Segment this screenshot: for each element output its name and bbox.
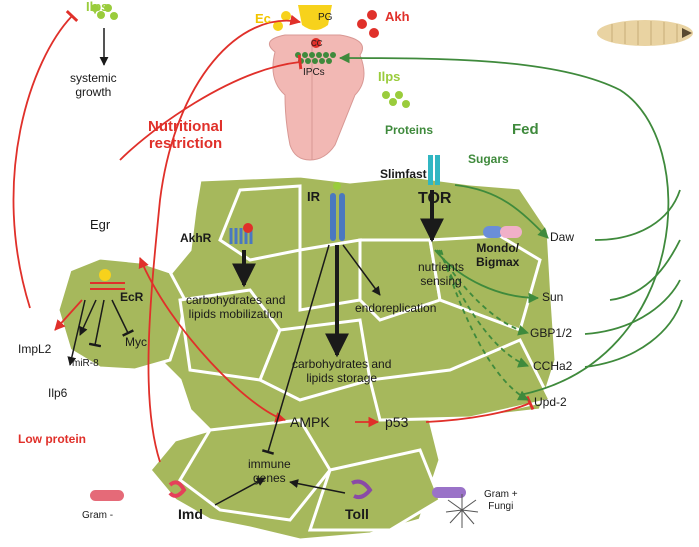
ecr-label: EcR: [120, 290, 144, 304]
endoreplication-label: endoreplication: [355, 301, 437, 315]
gram-positive-fungi-label: Gram + Fungi: [484, 489, 518, 512]
imd-receptor-icon: [168, 480, 187, 498]
ampk-label: AMPK: [290, 414, 330, 430]
carb-lipid-storage-label: carbohydrates and lipids storage: [292, 357, 392, 385]
ec-label: Ec: [255, 11, 271, 26]
ilp6-label: Ilp6: [48, 386, 68, 400]
pg-label: PG: [318, 12, 333, 23]
akhr-receptor-icon: [229, 223, 253, 244]
ilps-dots-top: [91, 4, 118, 20]
carb-lipid-mobilization-label: carbohydrates and lipids mobilization: [186, 293, 286, 321]
larva-icon: [597, 20, 693, 46]
fungi-icon: [445, 494, 479, 528]
ccha2-label: CCHa2: [533, 359, 573, 373]
p53-label: p53: [385, 414, 409, 430]
impl2-label: ImpL2: [18, 342, 52, 356]
ilps-label-mid: Ilps: [378, 69, 401, 84]
ilps-dots-mid: [382, 91, 410, 108]
black-arrows: [67, 28, 444, 506]
akhr-label: AkhR: [180, 231, 212, 245]
imd-label: Imd: [178, 506, 203, 522]
immune-genes-label: immune genes: [248, 457, 291, 485]
tor-label: TOR: [418, 190, 452, 207]
ilps-label-top: Ilps: [86, 0, 109, 14]
green-arrows: [338, 52, 683, 401]
egr-label: Egr: [90, 217, 111, 232]
mir8-label: miR-8: [72, 358, 99, 369]
ir-label: IR: [307, 189, 320, 204]
fat-body-tissue: [56, 174, 558, 542]
gram-negative-bacteria-icon: [90, 490, 124, 501]
gram-negative-label: Gram -: [82, 510, 114, 521]
nutritional-restriction-label: Nutritional restriction: [148, 118, 223, 153]
mondo-bigmax-icon: [483, 226, 522, 238]
gram-positive-bacteria-icon: [432, 487, 466, 498]
brain: [268, 5, 365, 161]
ipcs-label: IPCs: [303, 67, 325, 78]
proteins-label: Proteins: [385, 123, 434, 137]
sun-label: Sun: [542, 290, 564, 304]
daw-label: Daw: [550, 230, 575, 244]
gbp-label: GBP1/2: [530, 326, 573, 340]
sugars-label: Sugars: [468, 152, 509, 166]
toll-label: Toll: [345, 506, 369, 522]
slimfast-label: Slimfast: [380, 167, 427, 181]
nutrients-sensing-label: nutrients sensing: [418, 260, 465, 288]
mondo-bigmax-label: Mondo/ Bigmax: [476, 241, 520, 269]
cc-label: CC: [311, 39, 323, 48]
akh-dots: [357, 10, 379, 38]
toll-receptor-icon: [351, 479, 373, 500]
upd2-label: Upd-2: [534, 395, 567, 409]
fed-label: Fed: [512, 121, 539, 138]
systemic-growth-label: systemic growth: [70, 71, 117, 99]
ir-receptor-icon: [330, 182, 345, 241]
ecr-receptor-icon: [90, 269, 125, 290]
slimfast-receptor-icon: [428, 155, 440, 185]
myc-label: Myc: [125, 335, 147, 349]
red-arrows: [12, 9, 535, 463]
ec-dots: [273, 11, 291, 31]
akh-label: Akh: [385, 9, 410, 24]
low-protein-label: Low protein: [18, 432, 86, 446]
